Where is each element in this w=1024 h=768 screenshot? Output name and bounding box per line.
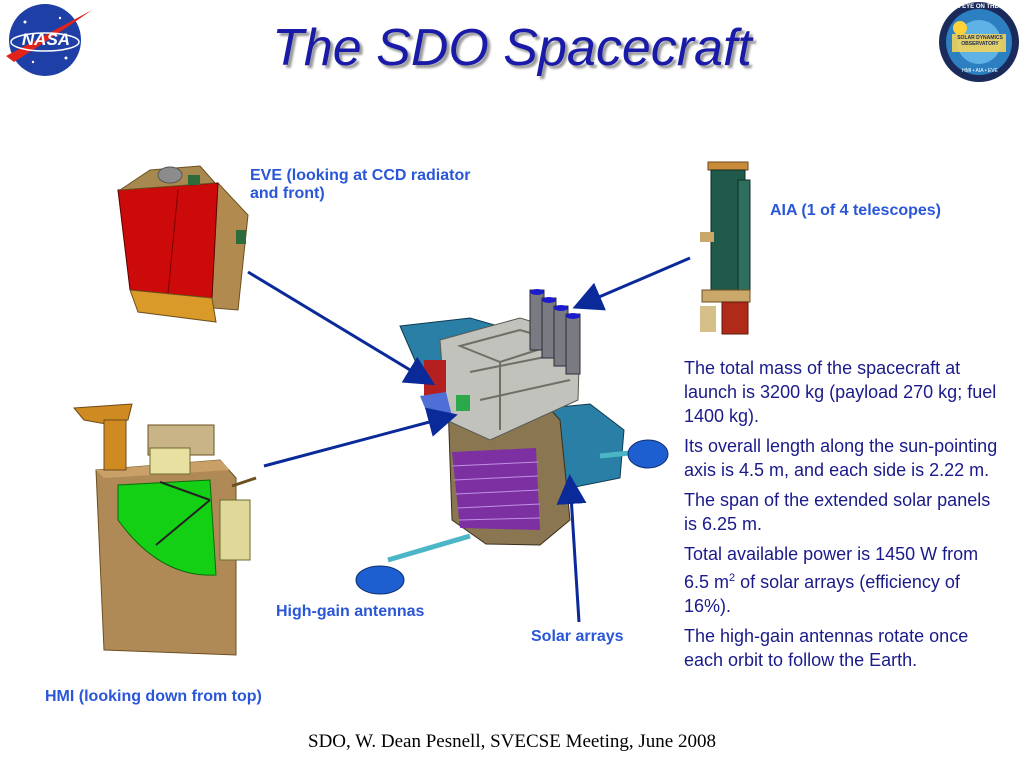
eve-instrument-image — [117, 165, 249, 323]
high-gain-label: High-gain antennas — [276, 603, 425, 620]
slide-footer: SDO, W. Dean Pesnell, SVECSE Meeting, Ju… — [308, 731, 716, 752]
sdo-logo-name: SOLAR DYNAMICS OBSERVATORY — [957, 35, 1003, 47]
fact-length: Its overall length along the sun-pointin… — [684, 436, 998, 480]
slide-title: The SDO Spacecraft — [272, 19, 752, 77]
fact-mass: The total mass of the spacecraft at laun… — [684, 358, 997, 426]
spacecraft-facts: The total mass of the spacecraft at laun… — [684, 356, 1002, 678]
sdo-logo-ring-text: OUR EYE ON THE SUN — [947, 4, 1013, 10]
eve-arrow — [247, 270, 436, 386]
solar-arrays-arrow — [556, 474, 587, 623]
aia-telescope-image — [700, 161, 751, 335]
fact-power-text-end: of solar arrays (efficiency of 16%). — [684, 572, 960, 616]
eve-label: EVE (looking at CCD radiator and front) — [250, 167, 471, 202]
nasa-wordmark: NASA — [21, 30, 71, 49]
fact-power-superscript: 2 — [729, 572, 736, 584]
aia-arrow — [572, 256, 691, 311]
hmi-label: HMI (looking down from top) — [45, 688, 262, 705]
high-gain-arrow — [263, 407, 458, 468]
fact-power: Total available power is 1450 W from 6.5… — [684, 542, 1002, 618]
aia-label: AIA (1 of 4 telescopes) — [770, 202, 942, 219]
fact-span: The span of the extended solar panels is… — [684, 490, 991, 534]
solar-arrays-label: Solar arrays — [531, 628, 624, 645]
hmi-instrument-image — [72, 403, 257, 656]
sdo-logo-instruments: HMI • AIA • EVE — [962, 68, 998, 74]
sdo-spacecraft-image — [355, 289, 669, 595]
fact-antennas: The high-gain antennas rotate once each … — [684, 626, 969, 670]
fact-power-text: Total available power is 1450 W from 6.5… — [684, 544, 979, 592]
